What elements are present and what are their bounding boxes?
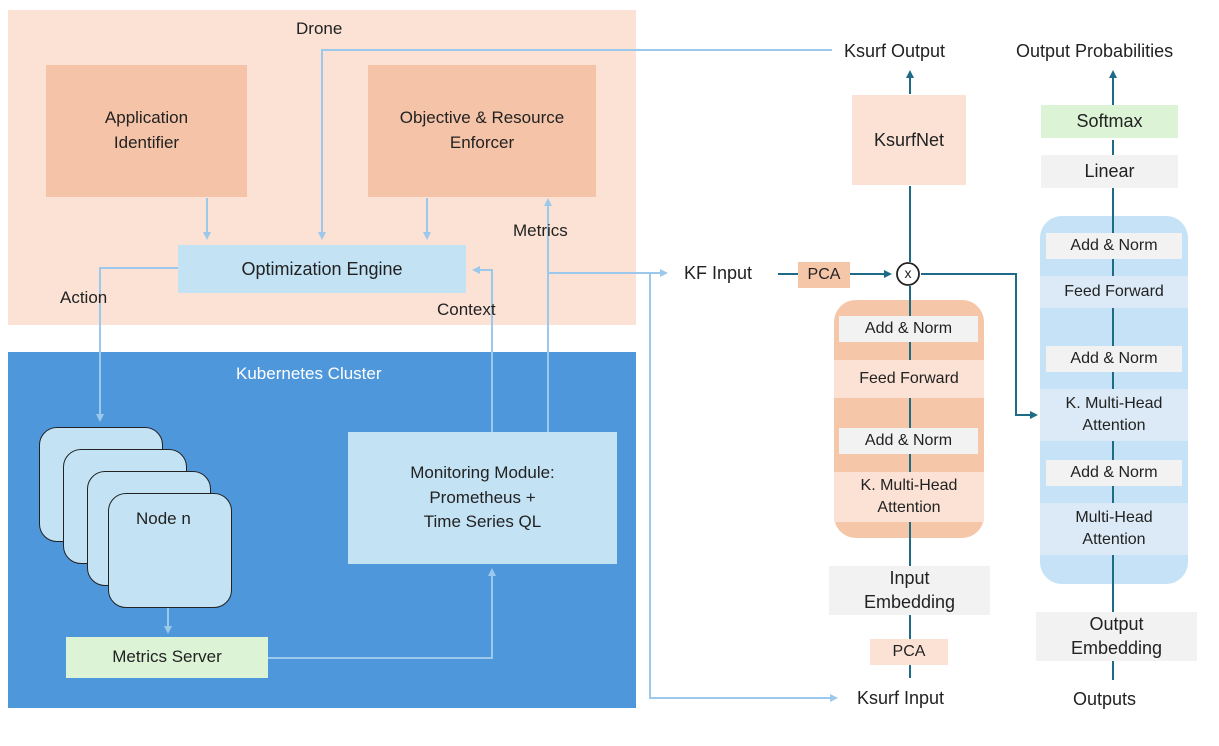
decoder-mh-attention-line-2: Attention [1082, 531, 1146, 548]
pca-bottom-block: PCA [870, 639, 948, 665]
output-embedding-line-1: Output [1089, 614, 1144, 635]
monitoring-line-3: Time Series QL [423, 512, 542, 532]
metrics-label: Metrics [513, 221, 568, 240]
objective-resource-enforcer-block: Objective & Resource Enforcer [368, 65, 596, 197]
pca-top-block: PCA [798, 262, 850, 288]
action-label: Action [60, 288, 108, 307]
context-label: Context [437, 300, 496, 319]
optimization-engine-block: Optimization Engine [178, 245, 466, 293]
kf-input-label: KF Input [684, 263, 753, 283]
decoder-add-norm-2: Add & Norm [1046, 346, 1182, 372]
outputs-label: Outputs [1073, 689, 1137, 709]
monitoring-line-1: Monitoring Module: [410, 463, 555, 483]
ksurf-input-label: Ksurf Input [857, 688, 945, 708]
decoder-k-attention-line-1: K. Multi-Head [1065, 395, 1163, 413]
metrics-server-block: Metrics Server [66, 637, 268, 678]
application-identifier-line-1: Application [104, 108, 189, 128]
linear-block: Linear [1041, 155, 1178, 188]
output-probabilities-label: Output Probabilities [1016, 41, 1174, 61]
application-identifier-block: Application Identifier [46, 65, 247, 197]
monitoring-module-block: Monitoring Module: Prometheus + Time Ser… [348, 432, 617, 564]
drone-title: Drone [296, 19, 343, 38]
monitoring-line-2: Prometheus + [429, 487, 536, 507]
encoder-attention-line-1: K. Multi-Head [860, 477, 958, 495]
decoder-mh-attention-line-1: Multi-Head [1075, 509, 1153, 527]
output-embedding-block: Output Embedding [1036, 612, 1197, 661]
encoder-feed-forward: Feed Forward [834, 360, 984, 398]
ksurf-output-label: Ksurf Output [844, 41, 946, 61]
encoder-add-norm-1: Add & Norm [839, 316, 978, 342]
enforcer-line-1: Objective & Resource [399, 108, 565, 128]
application-identifier-line-2: Identifier [113, 133, 180, 152]
decoder-k-multi-head-attention: K. Multi-Head Attention [1040, 389, 1188, 441]
decoder-feed-forward: Feed Forward [1040, 276, 1188, 308]
encoder-attention-line-2: Attention [877, 499, 941, 516]
input-embedding-block: Input Embedding [829, 566, 990, 615]
encoder-add-norm-2: Add & Norm [839, 428, 978, 454]
ksurfnet-block: KsurfNet [852, 95, 966, 185]
decoder-k-attention-line-2: Attention [1082, 417, 1146, 434]
decoder-add-norm-3: Add & Norm [1046, 460, 1182, 486]
input-embedding-line-2: Embedding [863, 591, 956, 612]
softmax-block: Softmax [1041, 105, 1178, 138]
decoder-multi-head-attention: Multi-Head Attention [1040, 503, 1188, 555]
multiply-icon: x [904, 265, 912, 281]
node-n-card [108, 493, 232, 608]
enforcer-line-2: Enforcer [449, 133, 515, 152]
node-n-label: Node n [136, 509, 191, 528]
kubernetes-cluster-title: Kubernetes Cluster [236, 364, 382, 383]
input-embedding-line-1: Input [889, 568, 930, 589]
encoder-k-multi-head-attention: K. Multi-Head Attention [834, 472, 984, 522]
decoder-add-norm-1: Add & Norm [1046, 233, 1182, 259]
output-embedding-line-2: Embedding [1070, 637, 1163, 658]
